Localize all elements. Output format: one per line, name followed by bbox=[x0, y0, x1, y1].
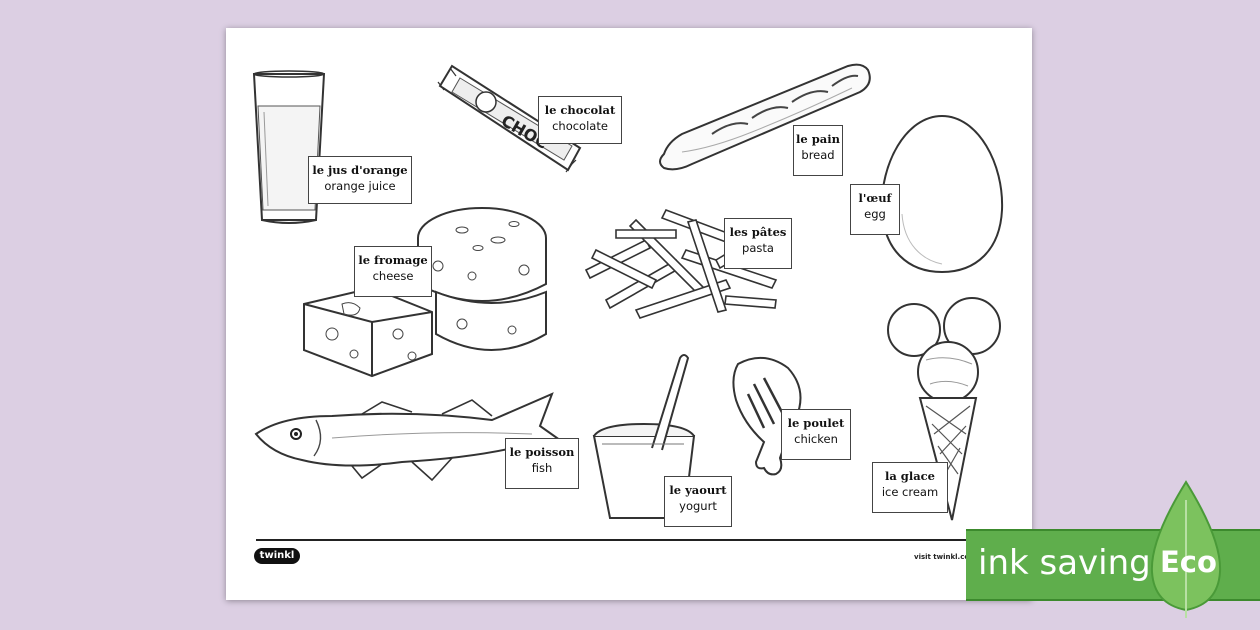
baguette-illustration bbox=[659, 63, 871, 171]
label-fr: le fromage bbox=[358, 253, 428, 267]
label-fr: le pain bbox=[796, 132, 840, 146]
label-en: fish bbox=[531, 461, 553, 475]
label-en: egg bbox=[864, 207, 886, 221]
label-pasta: les pâtes pasta bbox=[724, 218, 792, 269]
pasta-illustration bbox=[584, 208, 778, 319]
label-en: chocolate bbox=[552, 119, 608, 133]
label-yogurt: le yaourt yogurt bbox=[664, 476, 732, 527]
visit-website-text: visit twinkl.com bbox=[914, 553, 977, 561]
label-fr: le jus d'orange bbox=[312, 163, 408, 177]
twinkl-logo: twinkl bbox=[254, 548, 300, 564]
label-fr: le poisson bbox=[509, 445, 575, 459]
label-fr: l'œuf bbox=[858, 191, 892, 205]
label-en: pasta bbox=[742, 241, 774, 255]
label-ice-cream: la glace ice cream bbox=[872, 462, 948, 513]
label-orange-juice: le jus d'orange orange juice bbox=[308, 156, 412, 204]
label-fr: le chocolat bbox=[544, 103, 616, 117]
orange-juice-glass-illustration bbox=[252, 70, 326, 224]
label-cheese: le fromage cheese bbox=[354, 246, 432, 297]
eco-label: Eco bbox=[1160, 545, 1217, 579]
fish-illustration bbox=[254, 392, 578, 482]
label-fish: le poisson fish bbox=[505, 438, 579, 489]
label-en: ice cream bbox=[881, 485, 939, 499]
label-en: orange juice bbox=[324, 179, 396, 193]
footer-divider bbox=[256, 539, 1002, 541]
worksheet-page: le jus d'orange orange juice CHOC le cho… bbox=[226, 28, 1032, 600]
eco-leaf-icon bbox=[1150, 480, 1222, 618]
label-fr: les pâtes bbox=[729, 225, 787, 239]
label-chocolate: le chocolat chocolate bbox=[538, 96, 622, 144]
ice-cream-illustration bbox=[887, 297, 1001, 521]
label-en: bread bbox=[801, 148, 835, 162]
label-bread: le pain bread bbox=[793, 125, 843, 176]
label-fr: le poulet bbox=[787, 416, 845, 430]
label-egg: l'œuf egg bbox=[850, 184, 900, 235]
label-fr: le yaourt bbox=[669, 483, 727, 497]
label-en: chicken bbox=[794, 432, 838, 446]
cheese-illustration bbox=[303, 207, 547, 378]
label-chicken: le poulet chicken bbox=[781, 409, 851, 460]
ink-saving-text: ink saving bbox=[978, 543, 1151, 583]
label-en: cheese bbox=[372, 269, 414, 283]
label-fr: la glace bbox=[884, 469, 935, 483]
label-en: yogurt bbox=[679, 499, 717, 513]
egg-illustration bbox=[880, 114, 1004, 274]
